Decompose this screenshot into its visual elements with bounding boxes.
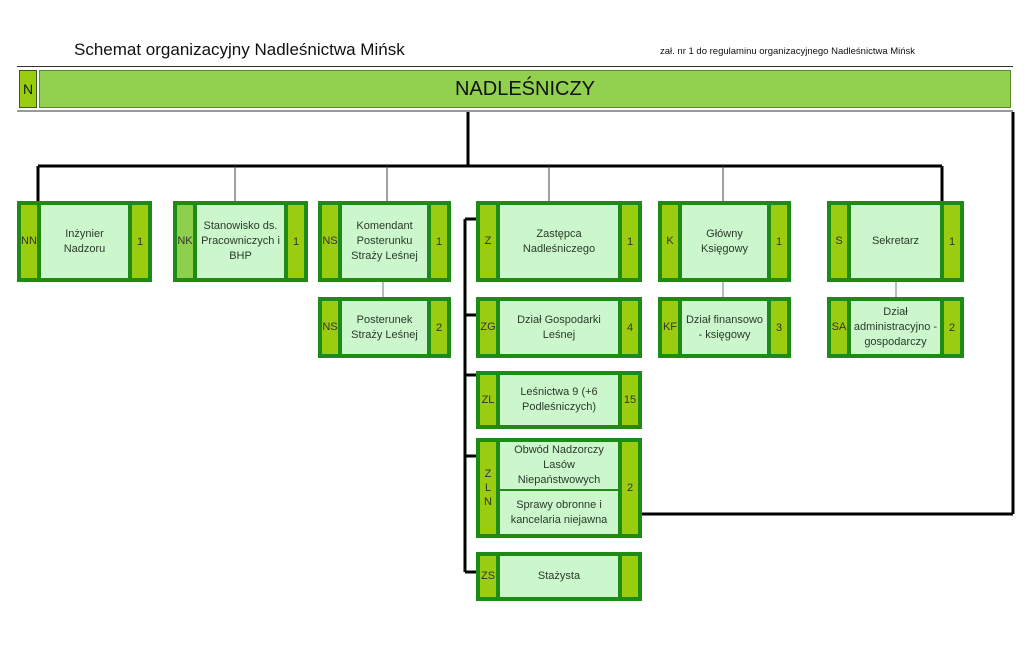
unit-count (622, 556, 638, 597)
unit-count: 2 (431, 301, 447, 354)
unit-code: NS (322, 301, 338, 354)
unit-name: Sekretarz (851, 205, 940, 278)
unit-count: 2 (622, 442, 638, 534)
unit-count: 1 (771, 205, 787, 278)
unit-box-zl[interactable]: ZL Leśnictwa 9 (+6 Podleśniczych) 15 (476, 371, 642, 429)
unit-box-z[interactable]: Z Zastępca Nadleśniczego 1 (476, 201, 642, 282)
unit-name: Inżynier Nadzoru (41, 205, 128, 278)
unit-name: Główny Księgowy (682, 205, 767, 278)
unit-box-ns-posterunek[interactable]: NS Posterunek Straży Leśnej 2 (318, 297, 451, 358)
unit-box-k[interactable]: K Główny Księgowy 1 (658, 201, 791, 282)
unit-name: Zastępca Nadleśniczego (500, 205, 618, 278)
head-unit-name: NADLEŚNICZY (39, 70, 1011, 108)
unit-code: K (662, 205, 678, 278)
unit-box-s[interactable]: S Sekretarz 1 (827, 201, 964, 282)
unit-name: Leśnictwa 9 (+6 Podleśniczych) (500, 375, 618, 425)
unit-name: Dział Gospodarki Leśnej (500, 301, 618, 354)
unit-count: 1 (431, 205, 447, 278)
unit-name: Komendant Posterunku Straży Leśnej (342, 205, 427, 278)
unit-code: Z L N (480, 442, 496, 534)
unit-name: Stanowisko ds. Pracowniczych i BHP (197, 205, 284, 278)
unit-box-zg[interactable]: ZG Dział Gospodarki Leśnej 4 (476, 297, 642, 358)
unit-code: NN (21, 205, 37, 278)
unit-name: Stażysta (500, 556, 618, 597)
unit-count: 1 (132, 205, 148, 278)
unit-count: 15 (622, 375, 638, 425)
unit-count: 2 (944, 301, 960, 354)
unit-box-sa[interactable]: SA Dział administracyjno - gospodarczy 2 (827, 297, 964, 358)
unit-name-top: Obwód Nadzorczy Lasów Niepaństwowych (500, 442, 618, 489)
unit-box-ns[interactable]: NS Komendant Posterunku Straży Leśnej 1 (318, 201, 451, 282)
chart-title: Schemat organizacyjny Nadleśnictwa Mińsk (74, 40, 405, 59)
unit-code: NK (177, 205, 193, 278)
unit-box-nk[interactable]: NK Stanowisko ds. Pracowniczych i BHP 1 (173, 201, 308, 282)
unit-name-bottom: Sprawy obronne i kancelaria niejawna (500, 491, 618, 534)
unit-code: NS (322, 205, 338, 278)
unit-code: KF (662, 301, 678, 354)
unit-count: 3 (771, 301, 787, 354)
unit-count: 1 (288, 205, 304, 278)
head-unit-nadlesniczy[interactable]: N NADLEŚNICZY (17, 66, 1013, 112)
unit-name: Dział finansowo - księgowy (682, 301, 767, 354)
unit-name: Posterunek Straży Leśnej (342, 301, 427, 354)
unit-count: 1 (622, 205, 638, 278)
unit-count: 1 (944, 205, 960, 278)
unit-code: Z (480, 205, 496, 278)
unit-box-kf[interactable]: KF Dział finansowo - księgowy 3 (658, 297, 791, 358)
unit-box-zs[interactable]: ZS Stażysta (476, 552, 642, 601)
unit-name: Dział administracyjno - gospodarczy (851, 301, 940, 354)
unit-box-nn[interactable]: NN Inżynier Nadzoru 1 (17, 201, 152, 282)
attachment-note: zał. nr 1 do regulaminu organizacyjnego … (660, 46, 916, 57)
unit-code: ZL (480, 375, 496, 425)
head-unit-code: N (19, 70, 37, 108)
unit-code: ZS (480, 556, 496, 597)
unit-box-zln[interactable]: Z L N Obwód Nadzorczy Lasów Niepaństwowy… (476, 438, 642, 538)
unit-code: S (831, 205, 847, 278)
unit-code: ZG (480, 301, 496, 354)
unit-code: SA (831, 301, 847, 354)
unit-count: 4 (622, 301, 638, 354)
